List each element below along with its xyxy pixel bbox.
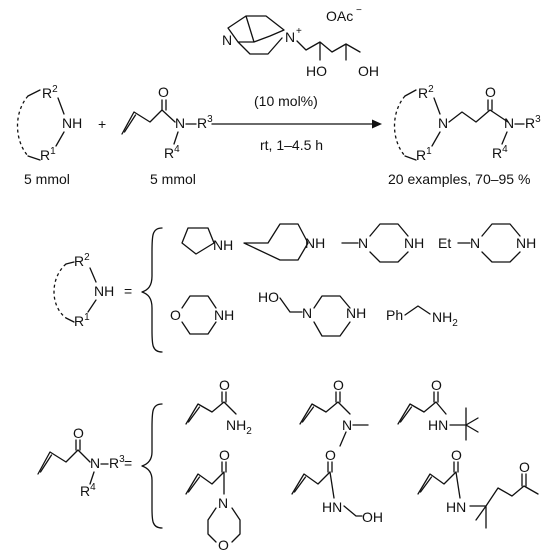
scope-acrylamide-equals: = (124, 455, 132, 471)
acrylamide-amount: 5 mmol (150, 171, 196, 187)
catalyst-ho: HO (306, 63, 327, 79)
amine-item-morpholine: O NH (170, 295, 234, 335)
acrylamide-item-hydroxymethylacrylamide: O HN OH (291, 447, 383, 525)
product-n1: N (438, 115, 448, 131)
amine-item-benzylamine: Ph NH2 (386, 305, 458, 329)
product-o: O (485, 84, 496, 100)
product-r3: R3 (525, 114, 541, 131)
amine-amount: 5 mmol (24, 171, 70, 187)
amine-reactant: R2 NH R1 (16, 84, 82, 163)
catalyst-structure: N N + HO OH OAc − (10 mol%) (222, 5, 379, 109)
amine-item-n-ethylpiperazine: Et N NH (438, 223, 536, 263)
scope-amine-nh: NH (94, 283, 114, 299)
scope-acrylamide-n: N (90, 455, 100, 471)
hydroxymethylacrylamide-hn: HN (322, 499, 342, 515)
benzylamine-nh2: NH2 (432, 309, 458, 329)
scope-acrylamide-r3: R3 (109, 454, 125, 471)
amine-scope-brace (141, 227, 163, 353)
acrylamide-item-acrylamide: O NH2 (185, 377, 252, 437)
reaction-arrow (211, 119, 382, 129)
amine-r2: R2 (42, 84, 58, 101)
amine-item-pyrrolidine: NH (181, 227, 233, 255)
dimethylacrylamide-o: O (333, 377, 344, 393)
ethylpiperazine-et: Et (438, 235, 451, 251)
amine-nh: NH (62, 115, 82, 131)
product-structure: R2 N R1 O N R3 R4 (393, 84, 541, 163)
tert-butylacrylamide-o: O (431, 377, 442, 393)
methylpiperazine-nh: NH (404, 235, 424, 251)
methylpiperidine-nh: NH (305, 235, 325, 251)
ethylpiperazine-nh: NH (516, 235, 536, 251)
diacetone-acrylamide-o: O (451, 447, 462, 463)
acrylamide-item-nh2: NH2 (226, 417, 252, 437)
diacetone-acrylamide-ketone-o: O (519, 459, 530, 475)
benzylamine-ph: Ph (386, 307, 403, 323)
acrylamide-item-dimethylacrylamide: O N (299, 377, 369, 447)
catalyst-n: N (222, 32, 232, 48)
diacetone-acrylamide-hn: HN (446, 499, 466, 515)
yield-summary: 20 examples, 70–95 % (388, 171, 530, 187)
amine-item-4-methylpiperidine: NH (243, 223, 325, 261)
acrylamide-n: N (175, 115, 185, 131)
scope-amine-equals: = (124, 283, 132, 299)
scope-amine-r2: R2 (74, 252, 90, 269)
methylpiperazine-n: N (358, 235, 368, 251)
hydroxymethylacrylamide-o: O (325, 447, 336, 463)
acryloylmorpholine-o: O (219, 447, 230, 463)
ethylpiperazine-n: N (470, 235, 480, 251)
acrylamide-o: O (158, 84, 169, 100)
reaction-conditions: rt, 1–4.5 h (260, 137, 323, 153)
plus-sign: + (98, 116, 106, 132)
amine-scope-generic: R2 NH R1 = (53, 252, 132, 329)
acrylamide-scope-generic: O N R3 R4 = (37, 425, 132, 499)
acrylamide-item-acryloylmorpholine: O N O (185, 447, 241, 553)
product-n2: N (504, 115, 514, 131)
acrylamide-item-diacetone-acrylamide: O HN O (417, 447, 539, 529)
acryloylmorpholine-ring-o: O (218, 537, 229, 553)
catalyst-plus-charge: + (296, 26, 302, 37)
amine-item-n-methylpiperazine: N NH (341, 223, 424, 263)
morpholine-o: O (170, 307, 181, 323)
catalyst-loading: (10 mol%) (254, 93, 318, 109)
product-r4: R4 (492, 144, 508, 161)
acryloylmorpholine-n: N (218, 495, 228, 511)
acrylamide-r3: R3 (197, 114, 213, 131)
hydroxymethylpiperazine-ho: HO (258, 289, 279, 305)
tert-butylacrylamide-hn: HN (428, 417, 448, 433)
amine-r1: R1 (40, 146, 56, 163)
hydroxymethylpiperazine-nh: NH (346, 305, 366, 321)
acrylamide-scope-brace (141, 403, 163, 529)
hydroxymethylpiperazine-n: N (302, 305, 312, 321)
dimethylacrylamide-n: N (342, 417, 352, 433)
acrylamide-item-tert-butylacrylamide: O HN (397, 377, 479, 441)
acrylamide-r4: R4 (164, 144, 180, 161)
product-r2: R2 (418, 84, 434, 101)
amine-item-n-hydroxymethylpiperazine: HO N NH (258, 289, 366, 337)
scope-amine-r1: R1 (74, 312, 90, 329)
pyrrolidine-nh: NH (213, 237, 233, 253)
scope-acrylamide-o: O (73, 425, 84, 441)
catalyst-n-plus: N (285, 29, 295, 45)
acrylamide-item-o: O (219, 377, 230, 393)
scope-acrylamide-r4: R4 (80, 482, 96, 499)
catalyst-anion-charge: − (356, 5, 362, 16)
morpholine-nh: NH (214, 307, 234, 323)
catalyst-anion: OAc (326, 8, 353, 24)
catalyst-oh: OH (358, 63, 379, 79)
hydroxymethylacrylamide-oh: OH (362, 509, 383, 525)
product-r1: R1 (416, 146, 432, 163)
acrylamide-reactant: O N R3 R4 (121, 84, 213, 161)
